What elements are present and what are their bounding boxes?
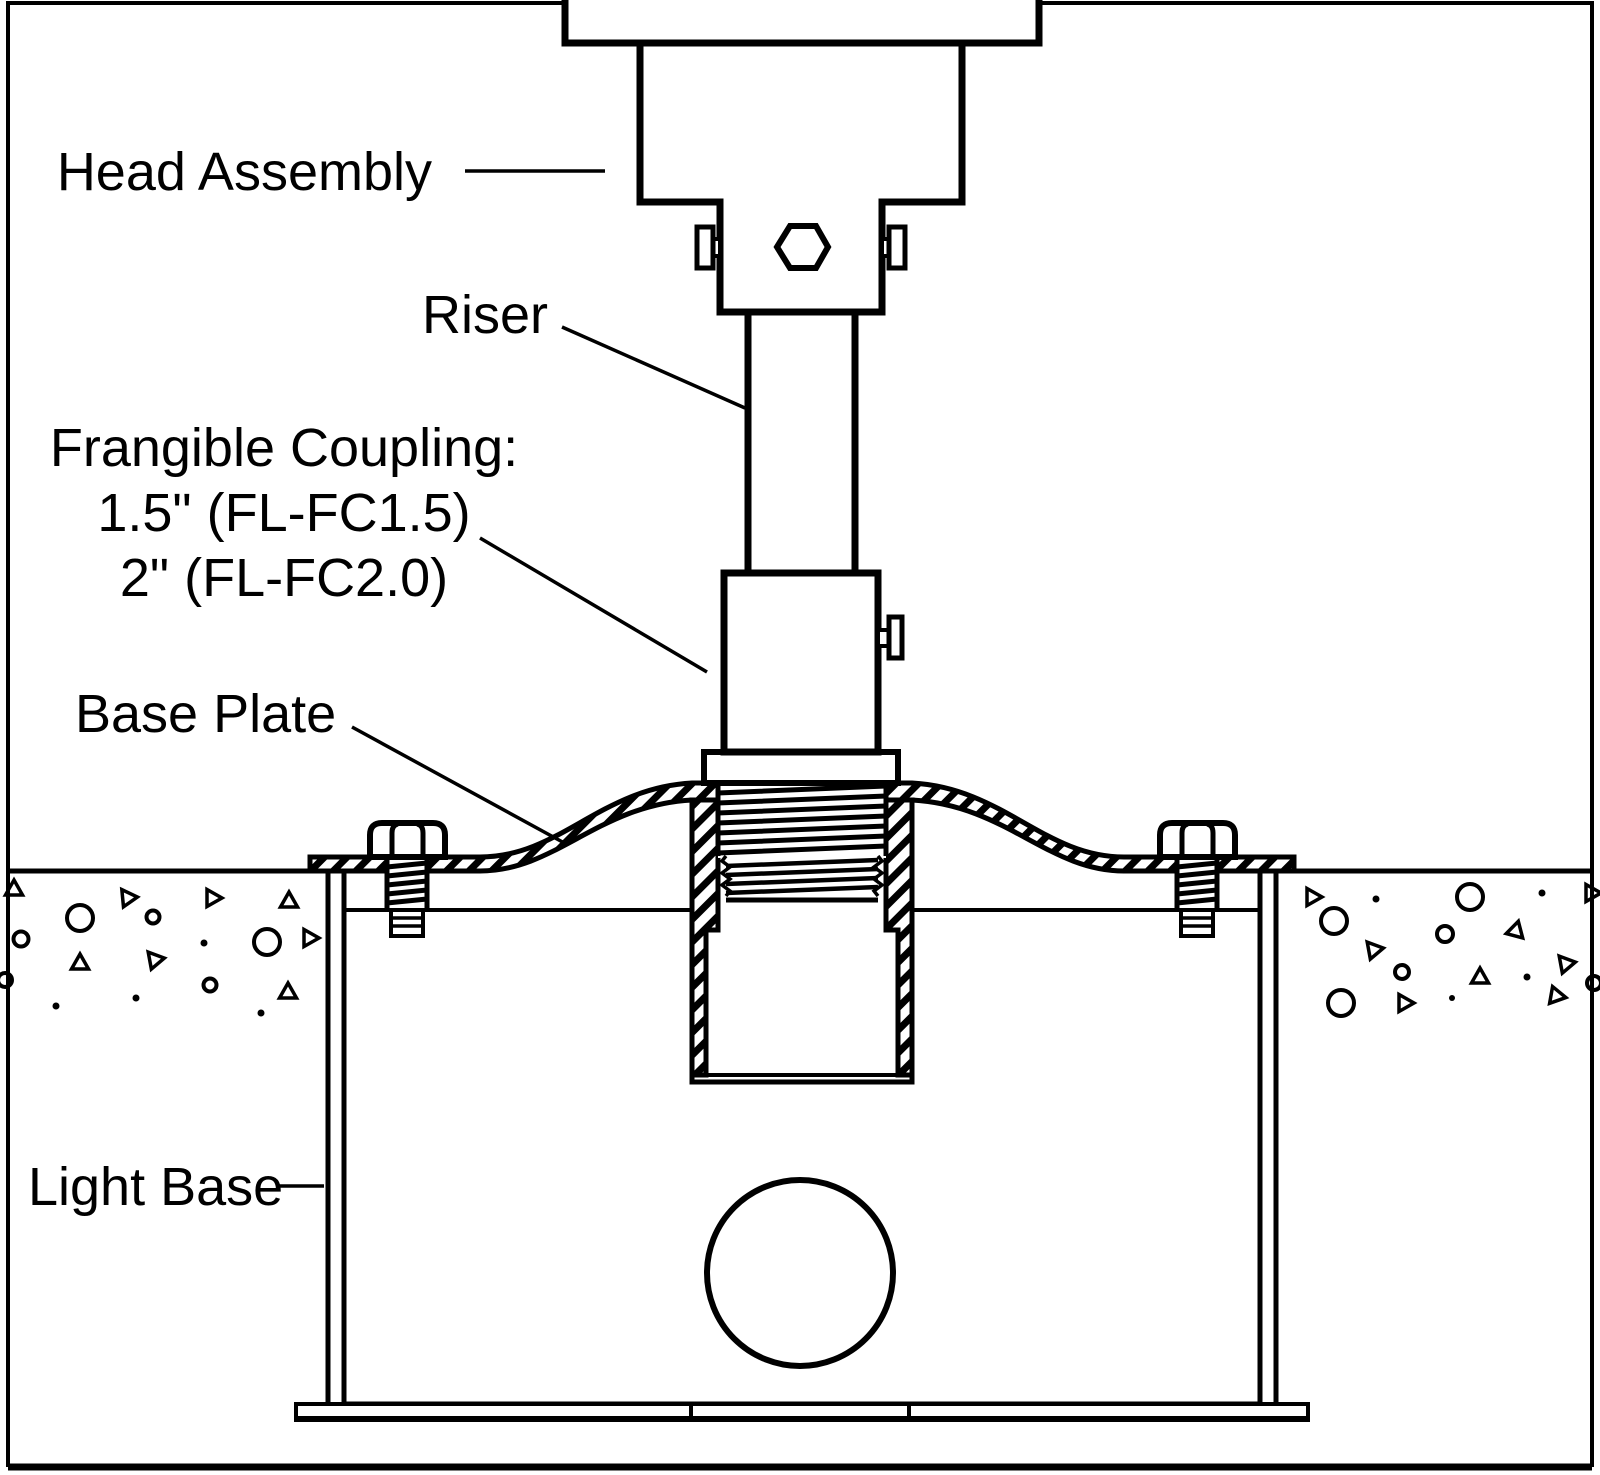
frame-border bbox=[6, 1, 1594, 1471]
light-base-label: Light Base bbox=[28, 1157, 283, 1217]
frangible-coupling-label-line2: 1.5" (FL-FC1.5) bbox=[97, 483, 470, 543]
frangible-coupling-label-line3: 2" (FL-FC2.0) bbox=[120, 548, 448, 608]
frangible-coupling-label-line1: Frangible Coupling: bbox=[50, 418, 518, 478]
leader-lines bbox=[276, 169, 746, 1188]
base-plate-label: Base Plate bbox=[75, 684, 336, 744]
set-screw-right bbox=[880, 224, 908, 271]
riser-pipe bbox=[744, 308, 859, 577]
knockout-circle bbox=[704, 1177, 896, 1369]
base-plate-leader bbox=[351, 725, 569, 847]
riser-label: Riser bbox=[422, 285, 548, 345]
coupling-flange bbox=[701, 749, 901, 786]
concrete-stipples-left bbox=[0, 878, 321, 1017]
frangible-coupling-leader bbox=[479, 536, 708, 674]
hex-plug bbox=[773, 223, 832, 271]
coupling-set-screw bbox=[876, 614, 905, 661]
riser-leader bbox=[561, 325, 746, 410]
head-tenon bbox=[561, 0, 1043, 47]
head-assembly bbox=[561, 0, 1043, 316]
concrete-stipples-right bbox=[1305, 882, 1600, 1018]
set-screw-left bbox=[694, 224, 722, 271]
coupling-threads bbox=[715, 783, 889, 903]
bottom-flange bbox=[294, 1402, 1310, 1422]
coupling-body bbox=[720, 569, 882, 756]
head-assembly-label: Head Assembly bbox=[57, 142, 432, 202]
